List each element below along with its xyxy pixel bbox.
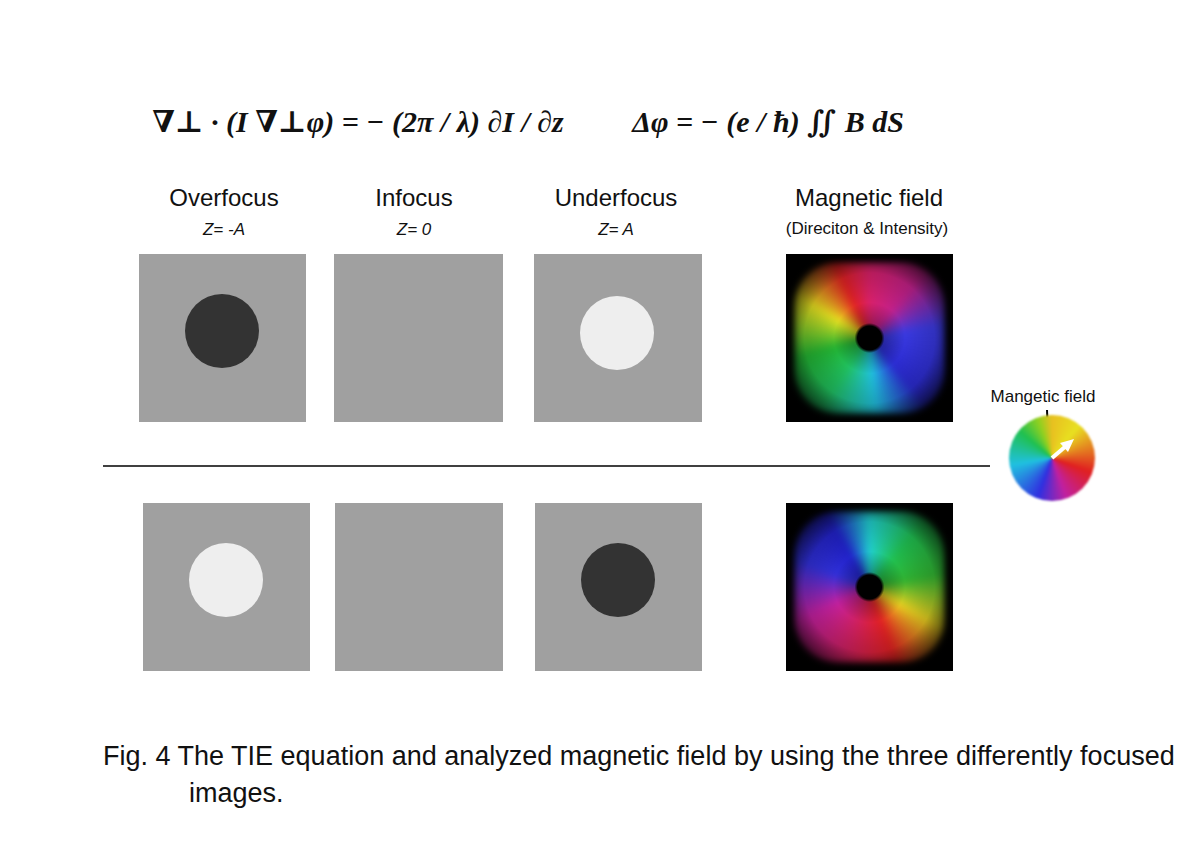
dark-disk	[185, 294, 259, 368]
figure-caption: Fig. 4 The TIE equation and analyzed mag…	[103, 738, 1181, 812]
defocus-value: Z= 0	[397, 220, 432, 240]
infocus-image	[335, 503, 503, 671]
column-heading: Overfocus	[169, 184, 278, 212]
phase-equation: Δφ = − (e / ħ) ∬ B dS	[632, 104, 904, 139]
separator-line	[103, 465, 990, 467]
dark-disk	[581, 543, 655, 617]
magnetic-field-map	[786, 254, 953, 422]
bright-disk	[189, 543, 263, 617]
tie-equation: ∇⊥ · (I ∇⊥φ) = − (2π / λ) ∂I / ∂z	[152, 104, 564, 139]
bright-disk	[580, 296, 654, 370]
defocus-value: Z= -A	[203, 220, 245, 240]
arrow-head	[1060, 439, 1074, 452]
column-heading: Magnetic field	[795, 184, 943, 212]
defocus-value: Z= A	[598, 220, 634, 240]
column-heading: Infocus	[375, 184, 452, 212]
column-heading: Underfocus	[555, 184, 678, 212]
magnetic-field-map	[786, 503, 953, 671]
infocus-image	[334, 254, 503, 422]
wheel-label: Mangetic field	[991, 387, 1096, 407]
column-subheading: (Direciton & Intensity)	[786, 219, 949, 239]
arrow-shaft	[1052, 446, 1066, 458]
